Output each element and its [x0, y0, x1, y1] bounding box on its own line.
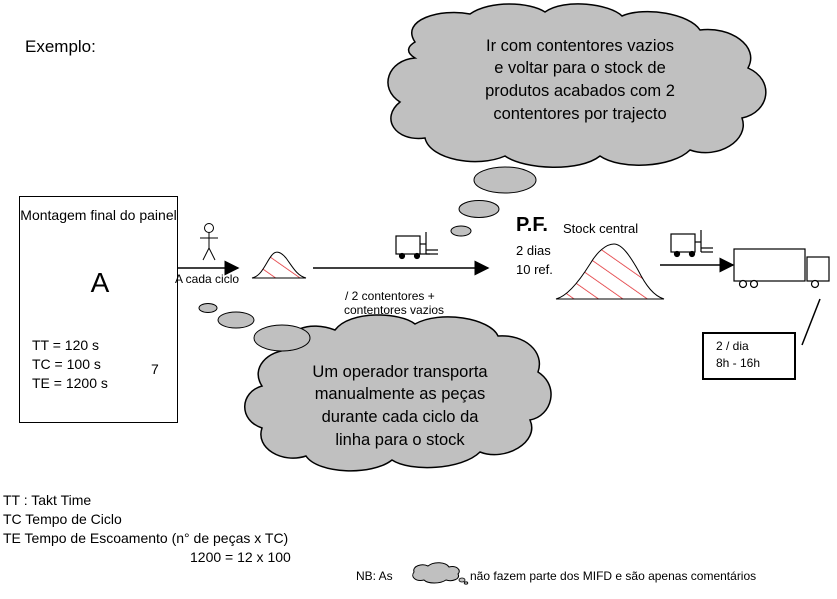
operator-icon-cycle: [200, 223, 218, 261]
metric-tc: TC = 100 s: [32, 356, 101, 372]
note-prefix: NB: As: [356, 569, 393, 583]
containers-label-1: / 2 contentores +: [345, 289, 435, 303]
legend-tc: TC Tempo de Ciclo: [3, 511, 122, 527]
metric-tt: TT = 120 s: [32, 337, 100, 353]
central-stock-subtitle: Stock central: [563, 221, 639, 236]
cloud-top-line-3: produtos acabados com 2: [485, 82, 675, 100]
operator-count: 7: [151, 361, 159, 377]
cloud-icon-top: [387, 3, 767, 168]
cloud-bubble-2: [458, 200, 500, 218]
cloud-icon-bottom: [244, 314, 552, 472]
legend-formula: 1200 = 12 x 100: [190, 549, 291, 565]
cloud-bottom-line-4: linha para o stock: [335, 431, 465, 449]
schedule-connector: [801, 298, 821, 346]
process-title: Montagem final do painel: [20, 207, 177, 223]
cloud-note-bubble-1: [458, 577, 466, 583]
inventory-triangle-icon-small: [251, 251, 307, 279]
cloud-bubble-3: [450, 225, 472, 237]
cloud-bubble-1: [473, 166, 537, 194]
cloud-icon-note: [412, 562, 460, 584]
cloud-top-line-1: Ir com contentores vazios: [486, 37, 674, 55]
forklift-icon-2: [670, 230, 713, 258]
process-box: Montagem final do painel: [19, 196, 178, 423]
cloud-top-line-4: contentores por trajecto: [493, 105, 667, 123]
schedule-frequency: 2 / dia: [716, 339, 749, 353]
forklift-icon-1: [395, 232, 438, 260]
schedule-hours: 8h - 16h: [716, 356, 761, 370]
containers-label-2: contentores vazios: [344, 303, 445, 317]
cloud-bubble-5: [217, 311, 255, 329]
cloud-bubble-6: [198, 303, 218, 313]
central-stock-refs: 10 ref.: [516, 262, 553, 277]
cloud-bottom-line-3: durante cada ciclo da: [321, 408, 479, 426]
cloud-bottom-line-2: manualmente as peças: [314, 385, 486, 403]
truck-icon: [733, 248, 830, 289]
schedule-box: [702, 332, 796, 380]
page-title: Exemplo:: [25, 37, 96, 56]
process-circle-label: A: [90, 267, 110, 298]
metric-te: TE = 1200 s: [32, 375, 108, 391]
cloud-top-line-2: e voltar para o stock de: [494, 59, 666, 77]
cloud-bottom-line-1: Um operador transporta: [312, 363, 488, 381]
legend-te: TE Tempo de Escoamento (n° de peças x TC…: [3, 530, 289, 546]
central-stock-title: P.F.: [516, 214, 548, 236]
legend-tt: TT : Takt Time: [3, 492, 92, 508]
cloud-note-bubble-2: [463, 581, 469, 585]
central-stock-days: 2 dias: [516, 243, 551, 258]
inventory-triangle-icon-large: [555, 243, 665, 300]
cloud-bubble-4: [253, 324, 311, 352]
each-cycle-label: A cada ciclo: [175, 272, 240, 286]
note-suffix: não fazem parte dos MIFD e são apenas co…: [470, 569, 757, 583]
